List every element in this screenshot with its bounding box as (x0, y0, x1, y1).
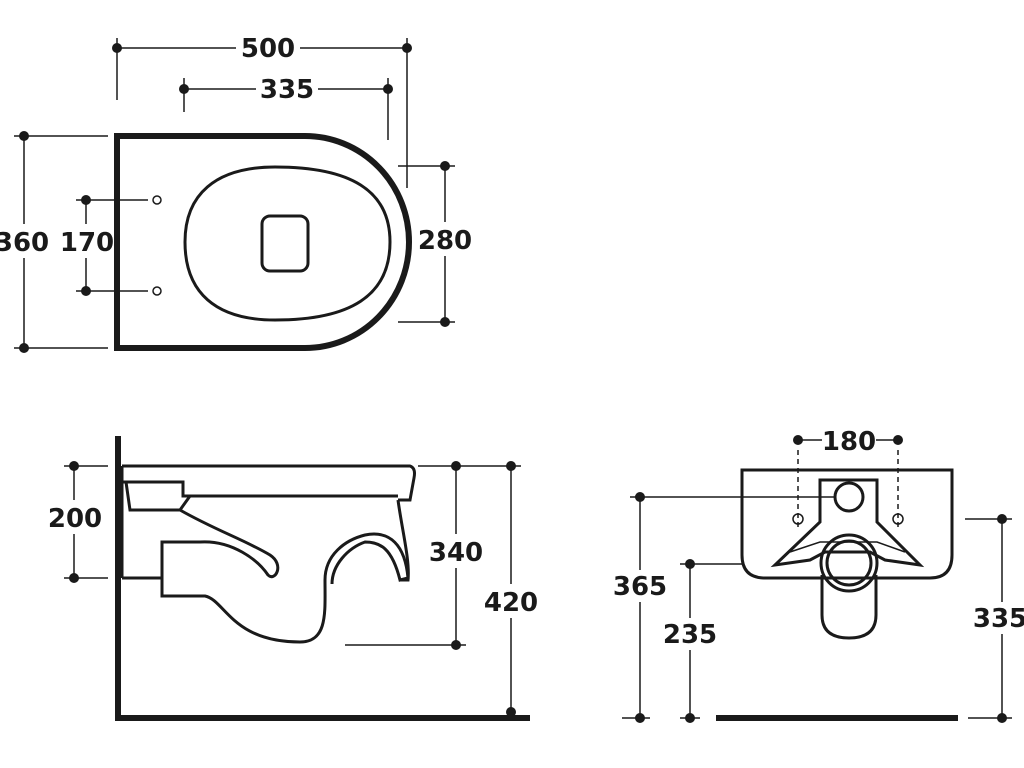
plan-outlet (260, 214, 310, 273)
dim-180: 180 (822, 427, 876, 457)
rear-outlet-pipe (820, 575, 878, 640)
dim-500: 500 (241, 34, 295, 64)
rear-view: 180 365 235 335 (612, 424, 1024, 723)
plan-view: 500 335 360 170 280 (0, 30, 472, 353)
dim-200: 200 (48, 504, 102, 534)
dim-335-top: 335 (260, 75, 314, 105)
side-body (130, 508, 410, 644)
side-rim (122, 464, 416, 502)
plan-bowl (183, 165, 392, 322)
dim-420: 420 (484, 588, 538, 618)
dim-340: 340 (429, 538, 483, 568)
fixing-hole-bottom (152, 286, 162, 296)
rear-outlet-ring (819, 533, 879, 593)
dim-280: 280 (418, 226, 472, 256)
dim-360: 360 (0, 228, 49, 258)
dim-335-right: 335 (973, 604, 1024, 634)
plan-outline (114, 133, 412, 351)
dim-235: 235 (663, 620, 717, 650)
rear-inlet (833, 481, 865, 513)
side-view: 200 340 420 (48, 436, 539, 721)
rear-body (740, 468, 954, 580)
dim-170: 170 (60, 228, 114, 258)
fixing-hole-top (152, 195, 162, 205)
dim-365: 365 (613, 572, 667, 602)
